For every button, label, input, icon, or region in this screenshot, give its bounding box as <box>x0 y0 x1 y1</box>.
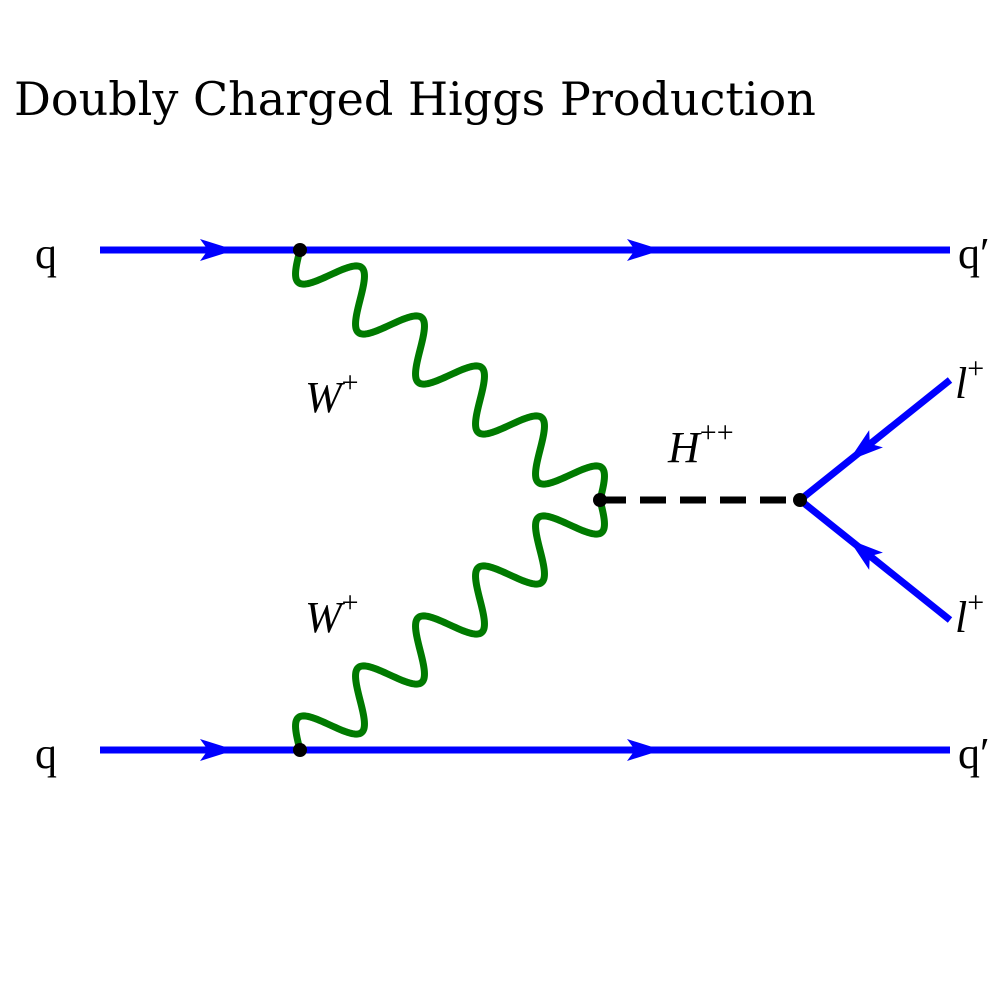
vertex-higgs-production <box>593 493 607 507</box>
label-q-out-top: q′ <box>958 229 990 278</box>
vertex-top <box>293 243 307 257</box>
diagram-title: Doubly Charged Higgs Production <box>14 72 816 126</box>
bottom-quark-arrow-in <box>200 739 235 761</box>
w-boson-bottom <box>292 496 608 754</box>
label-q-in-top: q <box>35 229 57 278</box>
bottom-quark-arrow-out <box>627 739 662 761</box>
lepton-top-arrow <box>848 430 883 461</box>
label-w-top: W+ <box>305 366 359 422</box>
top-quark-arrow-in <box>200 239 235 261</box>
lepton-bottom-arrow <box>848 539 883 570</box>
lepton-bottom-line <box>797 497 953 623</box>
vertex-bottom <box>293 743 307 757</box>
label-q-out-bottom: q′ <box>958 729 990 778</box>
label-lepton-top: l+ <box>955 352 984 408</box>
label-higgs: H++ <box>667 416 734 472</box>
label-w-bottom: W+ <box>305 586 359 642</box>
w-boson-top <box>292 246 608 504</box>
label-q-in-bottom: q <box>35 729 57 778</box>
label-lepton-bottom: l+ <box>955 586 984 642</box>
vertex-higgs-decay <box>793 493 807 507</box>
lepton-top-line <box>797 377 953 503</box>
top-quark-arrow-out <box>627 239 662 261</box>
